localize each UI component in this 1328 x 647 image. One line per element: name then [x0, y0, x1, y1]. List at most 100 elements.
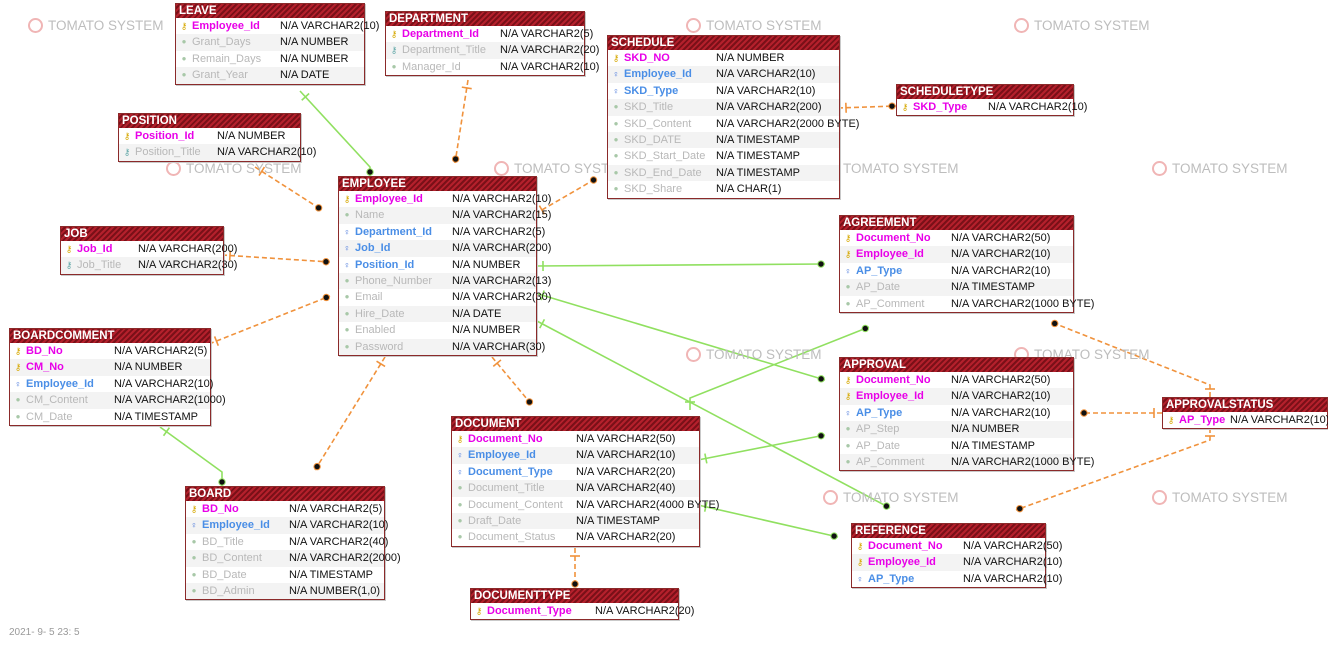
column-name: Position_Id	[355, 258, 415, 271]
column-name: Job_Title	[77, 259, 122, 272]
column-type: N/A VARCHAR2(50)	[951, 232, 1051, 244]
fk-icon: ♀	[612, 85, 620, 96]
attribute-dot-icon: ●	[845, 440, 851, 450]
column-type: N/A VARCHAR2(10)	[500, 60, 600, 73]
column-name: Document_No	[856, 232, 931, 244]
pk-fk-key-icon: ⚷	[856, 557, 864, 568]
many-end-dot-icon	[313, 462, 321, 471]
watermark: TOMATO SYSTEM	[823, 490, 959, 505]
column-name: Employee_Id	[856, 390, 924, 403]
column-type: N/A VARCHAR2(10)	[576, 449, 676, 462]
date-stamp: 2021- 9- 5 23: 5	[9, 627, 80, 638]
column-name: Email	[355, 291, 383, 304]
watermark: TOMATO SYSTEM	[1014, 18, 1150, 33]
column-name: AP_Step	[856, 423, 900, 436]
one-end-bar-icon	[461, 86, 472, 90]
fk-icon: ♀	[14, 378, 22, 389]
column-type: N/A VARCHAR2(10)	[951, 406, 1051, 419]
column-name: Employee_Id	[26, 377, 94, 390]
